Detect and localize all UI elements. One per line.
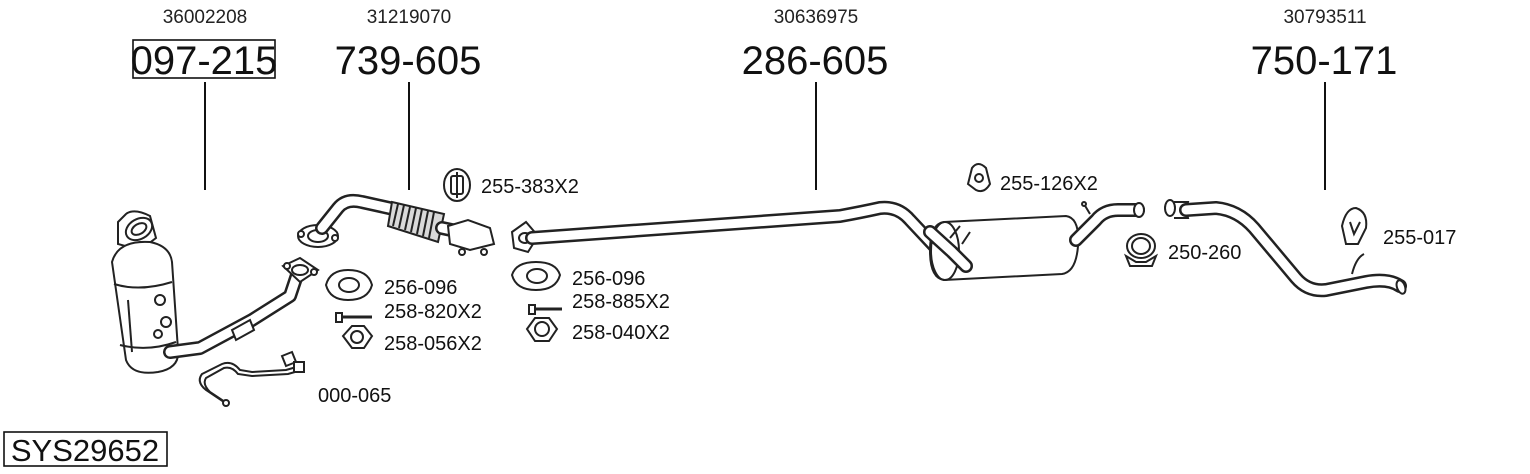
label-hanger-2[interactable]: 255-126X2 bbox=[1000, 173, 1098, 195]
nut-1[interactable] bbox=[341, 325, 374, 349]
pipe-clamp[interactable] bbox=[1123, 233, 1159, 267]
bolt-2[interactable] bbox=[528, 304, 562, 315]
gasket-1[interactable] bbox=[324, 268, 374, 302]
front-pipe-drawing[interactable] bbox=[297, 193, 496, 256]
part-number-2[interactable]: 739-605 bbox=[335, 39, 482, 83]
label-bolt-1[interactable]: 258-820X2 bbox=[384, 301, 482, 323]
oem-number-2: 31219070 bbox=[367, 7, 452, 28]
system-code-badge: SYS29652 bbox=[3, 431, 168, 468]
middle-pipe-drawing[interactable] bbox=[510, 200, 1145, 282]
label-gasket-1[interactable]: 256-096 bbox=[384, 277, 457, 299]
sensor-pipe-drawing[interactable] bbox=[198, 350, 305, 407]
part-number-3[interactable]: 286-605 bbox=[742, 39, 889, 83]
label-sensor-pipe[interactable]: 000-065 bbox=[318, 385, 391, 407]
rubber-hanger-1[interactable] bbox=[443, 168, 471, 202]
part-group-2: 31219070 739-605 bbox=[335, 7, 482, 190]
nut-2[interactable] bbox=[525, 317, 559, 342]
oem-number-4: 30793511 bbox=[1283, 7, 1366, 28]
label-bolt-2[interactable]: 258-885X2 bbox=[572, 291, 670, 313]
rubber-hanger-3[interactable] bbox=[1340, 206, 1368, 245]
gasket-2[interactable] bbox=[510, 260, 562, 292]
label-hanger-3[interactable]: 255-017 bbox=[1383, 227, 1456, 249]
rubber-hanger-2[interactable] bbox=[966, 163, 992, 193]
part-group-1: 36002208 097-215 bbox=[131, 7, 278, 190]
label-gasket-2[interactable]: 256-096 bbox=[572, 268, 645, 290]
part-group-3: 30636975 286-605 bbox=[742, 7, 889, 190]
part-group-4: 30793511 750-171 bbox=[1251, 7, 1398, 190]
oem-number-3: 30636975 bbox=[774, 7, 859, 28]
part-number-4[interactable]: 750-171 bbox=[1251, 39, 1398, 83]
particulate-filter-drawing[interactable] bbox=[110, 210, 320, 374]
bolt-1[interactable] bbox=[335, 312, 372, 323]
oem-number-1: 36002208 bbox=[163, 7, 248, 28]
tail-pipe-drawing[interactable] bbox=[1164, 199, 1407, 298]
label-hanger-1[interactable]: 255-383X2 bbox=[481, 176, 579, 198]
part-number-1[interactable]: 097-215 bbox=[131, 39, 278, 83]
label-clamp[interactable]: 250-260 bbox=[1168, 242, 1241, 264]
part-number-box bbox=[132, 39, 276, 79]
label-nut-2[interactable]: 258-040X2 bbox=[572, 322, 670, 344]
label-nut-1[interactable]: 258-056X2 bbox=[384, 333, 482, 355]
system-code: SYS29652 bbox=[11, 433, 159, 468]
